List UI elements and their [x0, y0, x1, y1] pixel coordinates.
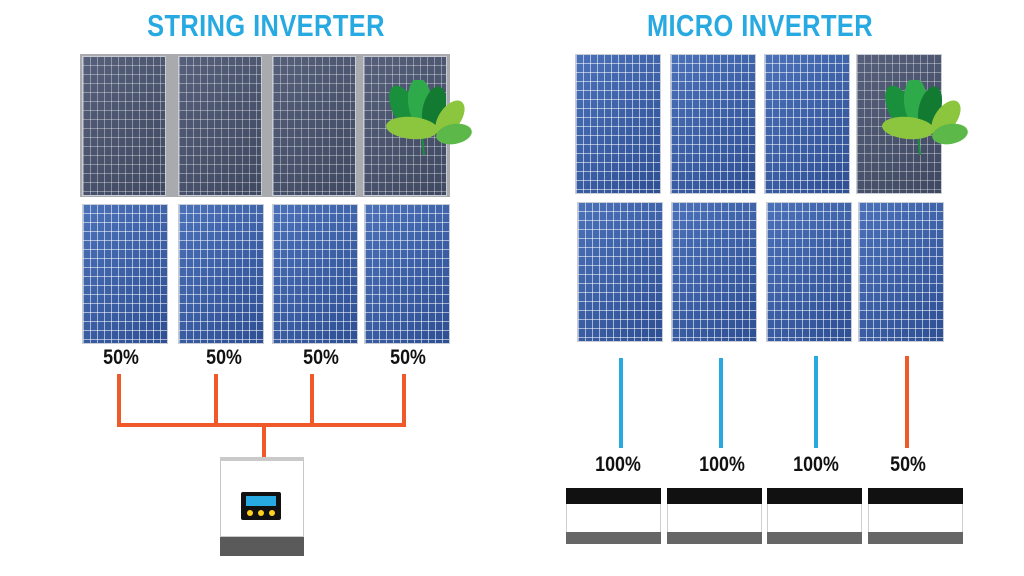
micro-inverter-icon [868, 488, 963, 544]
solar-panel-icon [272, 56, 356, 196]
micro-wire [905, 356, 909, 448]
solar-panel-icon [272, 204, 358, 344]
solar-panel-icon [577, 202, 663, 342]
micro-wire [814, 356, 818, 448]
solar-panel-icon [670, 54, 756, 194]
micro-inverter-icon [767, 488, 862, 544]
micro-output-label: 100% [699, 453, 745, 476]
inverter-display [241, 492, 281, 520]
micro-inverter-icon [667, 488, 762, 544]
solar-panel-icon [178, 204, 264, 344]
string-inverter-icon [220, 457, 304, 556]
micro-inverter-icon [566, 488, 661, 544]
string-wire-feed [262, 423, 266, 459]
solar-panel-icon [82, 204, 168, 344]
micro-output-label: 50% [890, 453, 926, 476]
solar-panel-icon [364, 204, 450, 344]
solar-panel-icon [178, 56, 262, 196]
solar-panel-icon [764, 54, 850, 194]
string-output-label: 50% [206, 346, 242, 369]
string-output-label: 50% [390, 346, 426, 369]
string-wire [214, 374, 218, 426]
plant-shade-icon [386, 80, 472, 156]
solar-panel-icon [766, 202, 852, 342]
string-inverter-title: STRING INVERTER [147, 8, 385, 43]
solar-panel-icon [575, 54, 661, 194]
string-wire [402, 374, 406, 426]
solar-panel-icon [858, 202, 944, 342]
string-wire-bus [117, 423, 406, 427]
string-output-label: 50% [103, 346, 139, 369]
micro-inverter-title: MICRO INVERTER [646, 8, 874, 43]
micro-wire [619, 358, 623, 448]
solar-panel-icon [82, 56, 166, 196]
micro-wire [719, 358, 723, 448]
string-wire [117, 374, 121, 426]
micro-output-label: 100% [595, 453, 641, 476]
string-output-label: 50% [303, 346, 339, 369]
plant-shade-icon [882, 80, 968, 156]
string-wire [310, 374, 314, 426]
micro-output-label: 100% [793, 453, 839, 476]
solar-panel-icon [671, 202, 757, 342]
